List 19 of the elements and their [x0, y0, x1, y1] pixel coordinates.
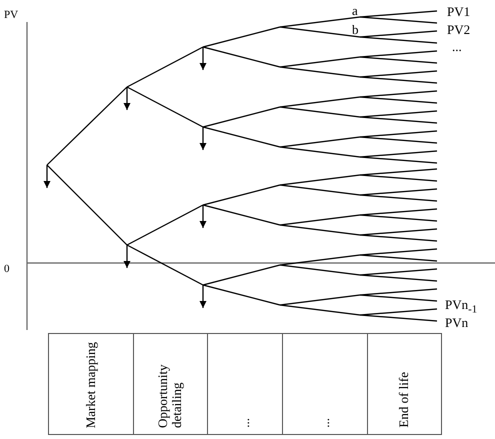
value-label: PVn: [445, 316, 468, 330]
phase-label: ...: [318, 418, 332, 428]
value-label: PV1: [447, 5, 470, 19]
value-label: 0: [4, 262, 10, 276]
phase-label: Opportunity detailing: [156, 363, 184, 428]
phase-label: End of life: [397, 372, 411, 428]
phase-label: Market mapping: [84, 342, 98, 428]
phase-label: ...: [238, 418, 252, 428]
phase-box: [133, 333, 208, 435]
phase-box: [207, 333, 283, 435]
phase-box: [48, 333, 134, 435]
value-label: PV2: [447, 23, 470, 37]
value-label: b: [352, 23, 358, 37]
phase-box: [282, 333, 368, 435]
value-label: a: [352, 4, 358, 18]
value-label: ...: [452, 40, 462, 54]
value-label: PVn$_{-1}$: [445, 298, 478, 317]
value-label: PV: [4, 8, 18, 22]
phase-box: [367, 333, 442, 435]
